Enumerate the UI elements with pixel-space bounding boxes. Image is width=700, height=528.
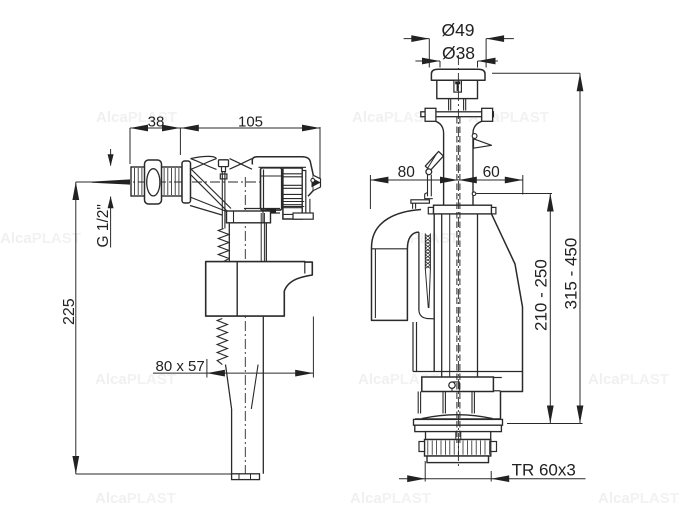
svg-text:38: 38 — [148, 114, 165, 131]
svg-text:AlcaPLAST: AlcaPLAST — [350, 490, 431, 507]
svg-text:80: 80 — [398, 164, 416, 181]
svg-text:225: 225 — [61, 298, 78, 325]
svg-text:60: 60 — [483, 164, 501, 181]
svg-text:G 1/2": G 1/2" — [95, 204, 112, 247]
svg-text:AlcaPLAST: AlcaPLAST — [95, 490, 176, 507]
svg-text:AlcaPLAST: AlcaPLAST — [95, 371, 176, 388]
svg-text:AlcaPLAST: AlcaPLAST — [96, 109, 177, 126]
svg-text:Ø38: Ø38 — [442, 43, 475, 63]
svg-text:AlcaPLAST: AlcaPLAST — [588, 371, 669, 388]
svg-text:315 - 450: 315 - 450 — [562, 238, 581, 310]
svg-text:TR 60x3: TR 60x3 — [512, 460, 576, 479]
svg-text:210 - 250: 210 - 250 — [532, 259, 551, 331]
svg-text:80 x 57: 80 x 57 — [156, 358, 205, 375]
svg-text:AlcaPLAST: AlcaPLAST — [598, 490, 679, 507]
svg-text:Ø49: Ø49 — [441, 20, 474, 40]
svg-text:AlcaPLAST: AlcaPLAST — [0, 230, 81, 247]
svg-text:105: 105 — [238, 114, 263, 131]
